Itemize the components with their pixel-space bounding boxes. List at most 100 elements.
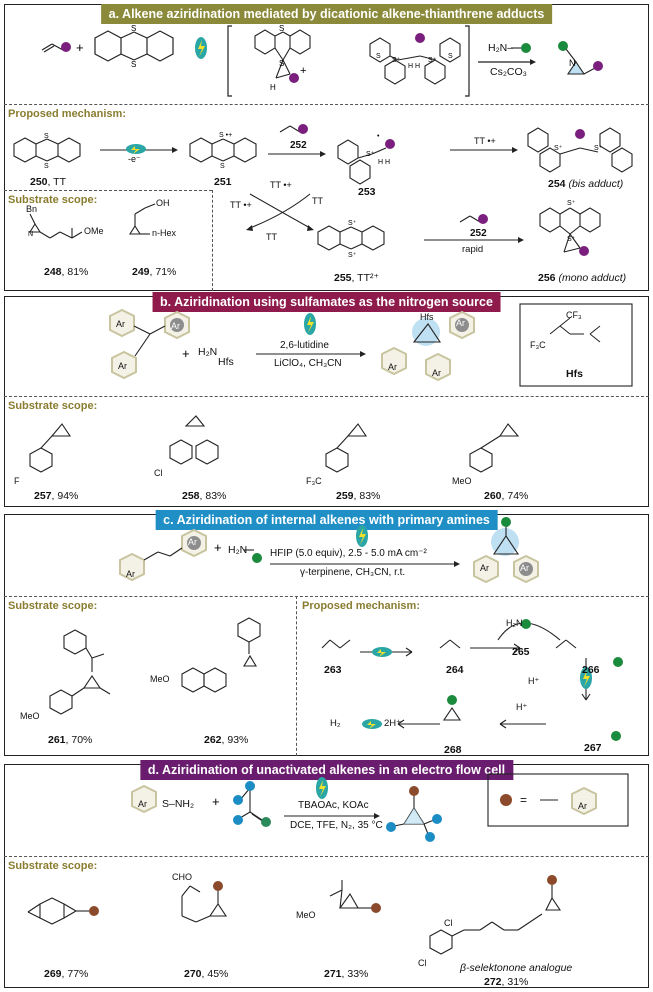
panel-b-product-ar-1: Ar <box>456 318 465 328</box>
scope-272-note: β-selektonone analogue <box>460 962 573 974</box>
scope-249-label: 249, 71% <box>132 266 177 278</box>
scope-261-meo: MeO <box>20 711 40 721</box>
svg-text:S: S <box>44 133 49 140</box>
scope-269-label: 269, 77% <box>44 968 89 980</box>
panel-b-ar-1: Ar <box>116 319 125 329</box>
panel-a-ome-label: OMe <box>84 226 104 236</box>
mech-263-label: 263 <box>324 664 342 676</box>
panel-c-title: c. Aziridination of internal alkenes wit… <box>155 510 498 530</box>
svg-text:+: + <box>300 65 306 77</box>
electrode-icon <box>195 37 207 59</box>
panel-c-product-ar-1: Ar <box>480 563 489 573</box>
panel-b-scope <box>29 415 520 473</box>
svg-text:S⁺: S⁺ <box>428 57 437 64</box>
scope-260-sub: MeO <box>452 476 472 486</box>
panel-a-scope-divider <box>4 190 212 191</box>
svg-text:H: H <box>270 83 276 92</box>
mech-h-plus-2: H⁺ <box>516 702 528 712</box>
scope-259-sub: F₃C <box>306 476 322 486</box>
aziridine-product-a <box>558 41 603 75</box>
panel-a-tt-2: TT <box>266 232 277 242</box>
panel-a-252-reagent-2: 252 <box>470 228 487 239</box>
scope-248-label: 248, 81% <box>44 266 89 278</box>
compound-253-label: 253 <box>358 186 376 198</box>
panel-c-ar-1: Ar <box>126 569 135 579</box>
alkene-substrate <box>41 42 71 53</box>
svg-text:N: N <box>569 58 576 68</box>
svg-text:H H: H H <box>408 63 420 70</box>
panel-c-scope-label: Substrate scope: <box>8 600 98 612</box>
svg-text:S: S <box>44 163 49 170</box>
thianthrene <box>94 30 174 62</box>
panel-a-rapid: rapid <box>462 244 484 255</box>
scope-272-cl-1: Cl <box>444 918 453 928</box>
svg-text:S: S <box>279 59 284 68</box>
panel-b-ar-2: Ar <box>171 321 180 331</box>
scope-257-label: 257, 94% <box>34 490 79 502</box>
panel-b-cond-2: LiClO₄, CH₃CN <box>274 358 342 369</box>
scope-260-label: 260, 74% <box>484 490 529 502</box>
panel-c-ar-2: Ar <box>188 537 197 547</box>
panel-b-product-ar-2: Ar <box>388 362 397 372</box>
svg-text:N: N <box>28 231 33 238</box>
mech-265-amine: H₂N <box>506 618 523 628</box>
panel-a-mechanism: SS S •+S S⁺H H • <box>13 124 633 259</box>
mech-267-label: 267 <box>584 742 602 754</box>
svg-text:+: + <box>212 794 220 809</box>
svg-text:H H: H H <box>378 159 390 166</box>
mech-266-label: 266 <box>582 664 600 676</box>
panel-d-scope <box>27 875 562 955</box>
compound-251-label: 251 <box>214 176 232 188</box>
panel-b-product-hfs: Hfs <box>420 312 434 322</box>
bis-adduct <box>369 37 461 85</box>
panel-b-amine: H₂N <box>198 346 218 358</box>
panel-d-sulfonamide: S–NH₂ <box>162 798 195 810</box>
mech-h2: H₂ <box>330 718 341 729</box>
panel-c-mechanism-label: Proposed mechanism: <box>302 600 420 612</box>
panel-c-amine: H₂N <box>228 544 248 556</box>
panel-a-tt-radical-2: TT •+ <box>270 180 292 190</box>
panel-d-box-ar: Ar <box>578 801 587 811</box>
svg-text:S⁺: S⁺ <box>567 200 576 207</box>
svg-text:•: • <box>377 133 380 140</box>
svg-text:+: + <box>214 540 222 555</box>
panel-d-cond-1: TBAOAc, KOAc <box>298 800 369 811</box>
mech-264-label: 264 <box>446 664 464 676</box>
svg-text:S •+: S •+ <box>219 132 232 139</box>
mech-h-plus-1: H⁺ <box>528 676 540 686</box>
panel-d-scope-label: Substrate scope: <box>8 860 98 872</box>
svg-text:+: + <box>182 346 190 361</box>
scope-259-label: 259, 83% <box>336 490 381 502</box>
svg-text:+: + <box>76 40 84 55</box>
panel-b-hfs-box-label: Hfs <box>566 368 583 380</box>
scope-258-label: 258, 83% <box>182 490 227 502</box>
panel-b-cf3: CF₃ <box>566 310 582 320</box>
panel-a-tt-radical-3: TT •+ <box>230 200 252 210</box>
svg-text:S⁺: S⁺ <box>348 252 357 259</box>
panel-c-product-ar-2: Ar <box>520 563 529 573</box>
panel-d-ar-1: Ar <box>138 799 147 809</box>
svg-text:S: S <box>131 60 136 69</box>
panel-c-cond-1: HFIP (5.0 equiv), 2.5 - 5.0 mA cm⁻² <box>270 548 427 559</box>
mech-2h-plus: 2H⁺ <box>384 718 402 729</box>
svg-text:S⁺: S⁺ <box>366 151 375 158</box>
panel-a-252-reagent: 252 <box>290 140 307 151</box>
svg-text:S⁺: S⁺ <box>567 236 576 243</box>
panel-c-cond-2: γ-terpinene, CH₃CN, r.t. <box>300 567 406 578</box>
scope-270-label: 270, 45% <box>184 968 229 980</box>
scope-272-cl-2: Cl <box>418 958 427 968</box>
panel-a-tt-radical-1: TT •+ <box>474 136 496 146</box>
svg-text:S: S <box>131 24 136 33</box>
scope-257-sub: F <box>14 476 20 486</box>
compound-254-label: 254 (bis adduct) <box>548 178 624 190</box>
svg-text:S: S <box>376 53 381 60</box>
panel-a-oh-label: OH <box>156 198 170 208</box>
panel-d-title: d. Aziridination of unactivated alkenes … <box>139 760 514 780</box>
panel-b-amine-hfs: Hfs <box>218 356 234 368</box>
svg-text:S⁺: S⁺ <box>348 220 357 227</box>
panel-c-lower <box>49 617 623 741</box>
svg-text:S: S <box>220 163 225 170</box>
scope-271-label: 271, 33% <box>324 968 369 980</box>
scope-271-meo: MeO <box>296 910 316 920</box>
panel-b-title: b. Aziridination using sulfamates as the… <box>152 292 501 312</box>
